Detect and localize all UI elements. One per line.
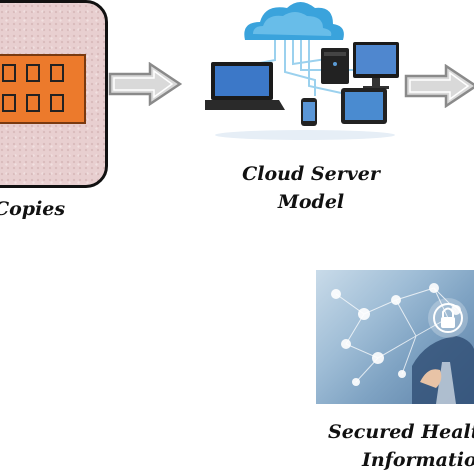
- storage-grid-icon: [0, 54, 86, 124]
- laptop-icon: [201, 62, 285, 110]
- monitor-icon: [353, 42, 399, 89]
- secured-health-label-line2: Information: [362, 449, 474, 471]
- grid-cell: [2, 64, 16, 82]
- cloud-server-label-line1: Cloud Server: [242, 163, 380, 185]
- grid-cell: [26, 64, 40, 82]
- lock-icon: [433, 303, 463, 333]
- cloud-server-illustration: [201, 0, 405, 155]
- secured-health-image: [316, 270, 474, 404]
- grid-cell: [50, 94, 64, 112]
- secured-health-label: Secured Health Information: [328, 418, 474, 474]
- secured-health-label-line1: Secured Health: [328, 421, 474, 443]
- flow-arrow-2: [404, 64, 474, 108]
- flow-arrow-1: [108, 62, 182, 106]
- tablet-icon: [341, 88, 387, 124]
- cloud-server-label-line2: Model: [277, 191, 345, 213]
- cloud-server-label: Cloud Server Model: [226, 160, 396, 216]
- grid-cell: [50, 64, 64, 82]
- desktop-icon: [321, 48, 349, 84]
- grid-cell: [2, 94, 16, 112]
- cloud-icon: [244, 2, 344, 40]
- grid-cell: [26, 94, 40, 112]
- phone-icon: [301, 98, 317, 126]
- copies-label: Copies: [0, 198, 66, 220]
